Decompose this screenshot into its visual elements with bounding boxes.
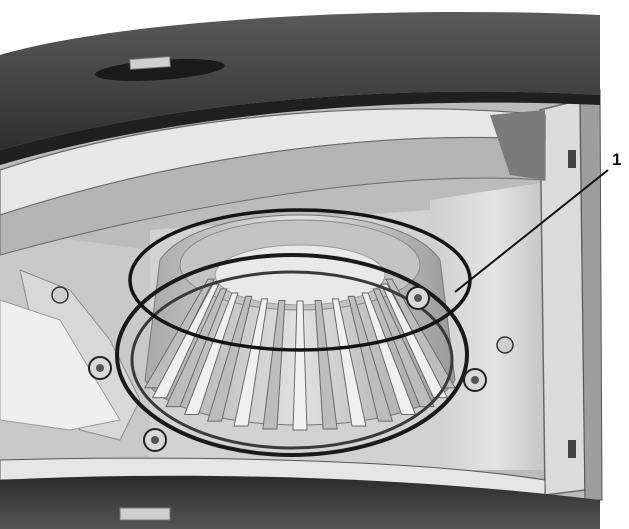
burner-rib <box>233 298 269 427</box>
burner-ribs <box>143 278 457 431</box>
bolt <box>406 286 430 310</box>
right-slot-1 <box>568 150 576 168</box>
bolt <box>463 368 487 392</box>
bolt <box>51 286 69 304</box>
burner-rib <box>151 283 220 399</box>
top-shell <box>0 11 600 150</box>
top-shell-rim <box>0 91 600 165</box>
right-side-post <box>539 99 586 496</box>
bolt <box>143 428 167 452</box>
burner-rib <box>314 299 338 430</box>
callout-leader-line <box>454 169 609 293</box>
burner-rib <box>380 283 449 399</box>
burner-rib <box>372 288 435 408</box>
bolt <box>88 356 112 380</box>
burner-rib <box>183 292 239 416</box>
baffle-right-lip <box>490 110 545 180</box>
mounting-ring-inner <box>130 270 454 450</box>
mounting-ring-outer <box>115 253 469 457</box>
burner-rib <box>262 299 286 430</box>
bolt <box>496 336 514 354</box>
right-slot-2 <box>568 440 576 458</box>
burner-rib <box>206 295 253 422</box>
top-handle-tab <box>129 56 171 70</box>
left-lower-panel <box>0 299 121 431</box>
burner-rib <box>165 288 228 408</box>
bottom-handle-tab <box>119 507 171 521</box>
burner-rib <box>331 298 367 427</box>
callout-label-1: 1 <box>612 150 622 169</box>
burner-rib <box>347 295 394 422</box>
right-inner-wall <box>430 180 560 470</box>
top-handle-slot <box>95 59 225 81</box>
burner-rib <box>292 300 308 431</box>
